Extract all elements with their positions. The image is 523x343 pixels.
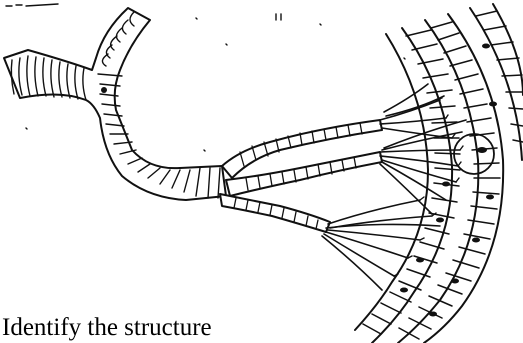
trachea-trunk bbox=[4, 8, 226, 200]
question-caption: Identify the structure bbox=[2, 312, 212, 343]
tracheal-branches bbox=[220, 84, 494, 290]
muscle-fibres bbox=[355, 4, 523, 343]
